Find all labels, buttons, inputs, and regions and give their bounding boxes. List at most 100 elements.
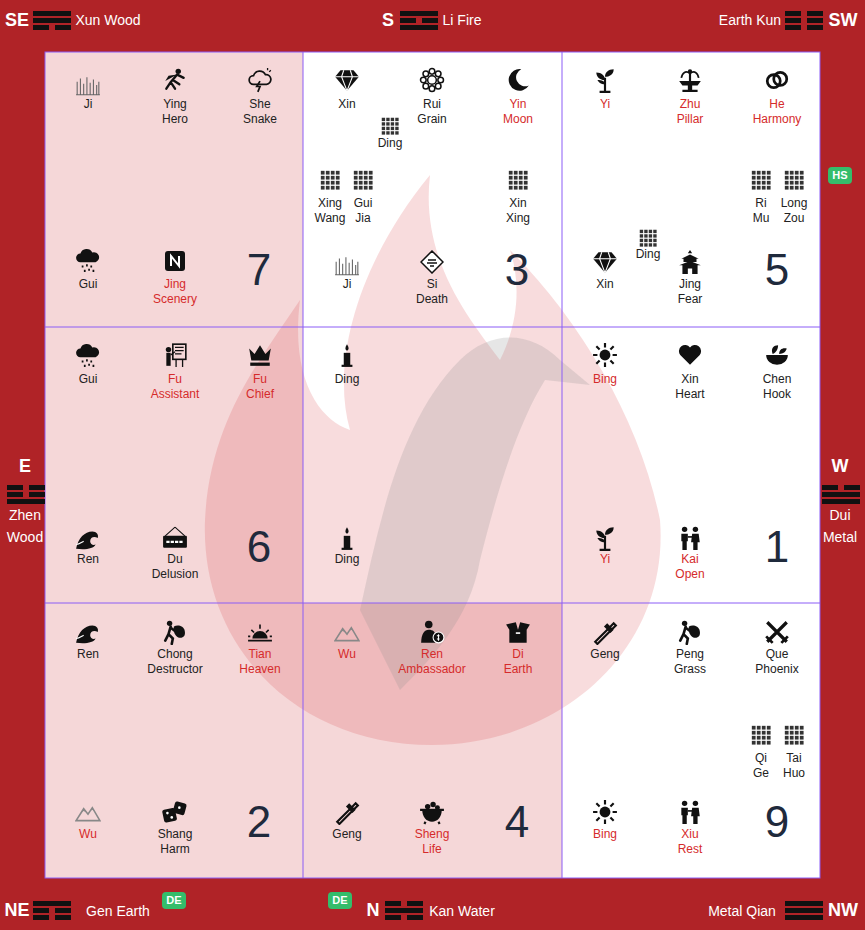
star-label: Ying Hero	[162, 97, 188, 127]
star-label: Xin Xing	[506, 196, 530, 226]
heart-icon	[679, 345, 701, 365]
star-label: Xing Wang	[315, 196, 346, 226]
grid-icon	[509, 171, 528, 190]
palace-cell: BingXin HeartChen HookYiKai Open1	[562, 327, 820, 603]
star-label: Gui	[79, 372, 98, 387]
palace-number: 2	[247, 800, 271, 844]
candle-icon	[342, 527, 353, 550]
grain-icon	[421, 69, 444, 92]
badge-text: HS	[832, 169, 847, 182]
direction-label: Kan Water	[429, 903, 495, 919]
grid-icon	[640, 230, 657, 247]
star-label: Ren	[77, 647, 99, 662]
rain-icon	[76, 344, 99, 367]
chainsaw-icon	[337, 803, 358, 824]
direction-label: NE	[4, 900, 29, 920]
grass-icon	[335, 257, 359, 274]
star-label: Fu Assistant	[151, 372, 200, 402]
direction-label: Dui Metal	[823, 504, 857, 548]
mountain-icon	[76, 808, 100, 821]
star-label: Jing Scenery	[153, 277, 197, 307]
sunrise-icon	[248, 624, 272, 640]
palace-cell: XinRui GrainYin MoonDingXing WangGui Jia…	[303, 52, 562, 327]
star-label: Ji	[84, 97, 93, 112]
star-label: Geng	[590, 647, 619, 662]
star-label: Xin Heart	[675, 372, 704, 402]
star-label: Yi	[600, 552, 610, 567]
star-label: Ren	[77, 552, 99, 567]
phoenix-watermark	[205, 175, 661, 745]
direction-label: Li Fire	[443, 12, 482, 28]
assistant-icon	[166, 344, 186, 367]
palace-number: 4	[505, 800, 529, 844]
star-label: Sheng Life	[415, 827, 450, 857]
sun-icon	[593, 800, 617, 824]
trigrams	[7, 11, 860, 920]
direction-label: W	[832, 456, 849, 476]
star-label: He Harmony	[753, 97, 802, 127]
star-label: Wu	[338, 647, 356, 662]
box-icon	[506, 622, 530, 643]
sprout-icon	[596, 69, 613, 92]
grid-icon	[752, 171, 771, 190]
palace-cell: RenChong DestructorTian HeavenWuShang Ha…	[45, 603, 303, 878]
palace-cell: WuRen AmbassadorDi EarthGengSheng Life4	[303, 603, 562, 878]
star-label: Yi	[600, 97, 610, 112]
star-label: Ding	[335, 552, 360, 567]
star-label: Chong Destructor	[147, 647, 202, 677]
gem-icon	[593, 252, 617, 273]
star-label: She Snake	[243, 97, 277, 127]
palace-number: 3	[505, 248, 529, 292]
direction-label: NW	[828, 900, 858, 920]
pot-icon	[420, 802, 444, 824]
palace-cell: YiZhu PillarHe HarmonyRi MuLong ZouDingX…	[562, 52, 820, 327]
star-label: Xin	[596, 277, 613, 292]
star-label: Xiu Rest	[678, 827, 703, 857]
palace-number: 6	[247, 525, 271, 569]
star-label: Rui Grain	[417, 97, 446, 127]
pillar-icon	[679, 69, 701, 92]
star-label: Tian Heaven	[239, 647, 280, 677]
star-label: Bing	[593, 372, 617, 387]
dead-end-icon	[421, 251, 443, 273]
star-label: Du Delusion	[152, 552, 199, 582]
ambassador-icon	[421, 621, 444, 643]
palace-cell: GuiFu AssistantFu ChiefRenDu Delusion6	[45, 327, 303, 603]
sprout-icon	[596, 527, 613, 550]
star-label: Long Zou	[781, 196, 808, 226]
palace-cell: JiYing HeroShe SnakeGuiJing Scenery7	[45, 52, 303, 327]
storm-icon	[249, 68, 271, 92]
direction-label: Zhen Wood	[7, 504, 43, 548]
direction-label: Earth Kun	[719, 12, 781, 28]
palace-number: 1	[765, 525, 789, 569]
star-label: Jing Fear	[678, 277, 703, 307]
grid-icon	[785, 726, 804, 745]
direction-label: E	[19, 456, 31, 476]
star-label: Yin Moon	[503, 97, 533, 127]
direction-label: SW	[829, 10, 858, 30]
star-label: Qi Ge	[753, 751, 769, 781]
hero-icon	[165, 69, 183, 89]
star-label: Zhu Pillar	[677, 97, 704, 127]
star-label: Ding	[378, 136, 403, 151]
wave-icon	[76, 626, 98, 644]
star-label: Tai Huo	[783, 751, 805, 781]
palace-grid	[45, 52, 820, 878]
star-label: Gui Jia	[354, 196, 373, 226]
gem-icon	[335, 70, 359, 91]
dice-icon	[162, 801, 187, 823]
star-label: Bing	[593, 827, 617, 842]
star-label: Ding	[335, 372, 360, 387]
star-label: Ding	[636, 247, 661, 262]
badge-text: DE	[166, 894, 181, 907]
wave-icon	[76, 532, 98, 550]
rings-icon	[767, 72, 787, 87]
direction-label: N	[367, 900, 380, 920]
palace-cell: DingDing	[303, 327, 562, 603]
star-label: Peng Grass	[674, 647, 706, 677]
star-label: Ren Ambassador	[398, 647, 465, 677]
bowl-icon	[766, 345, 788, 365]
grid-icon	[785, 171, 804, 190]
grid-icon	[752, 726, 771, 745]
